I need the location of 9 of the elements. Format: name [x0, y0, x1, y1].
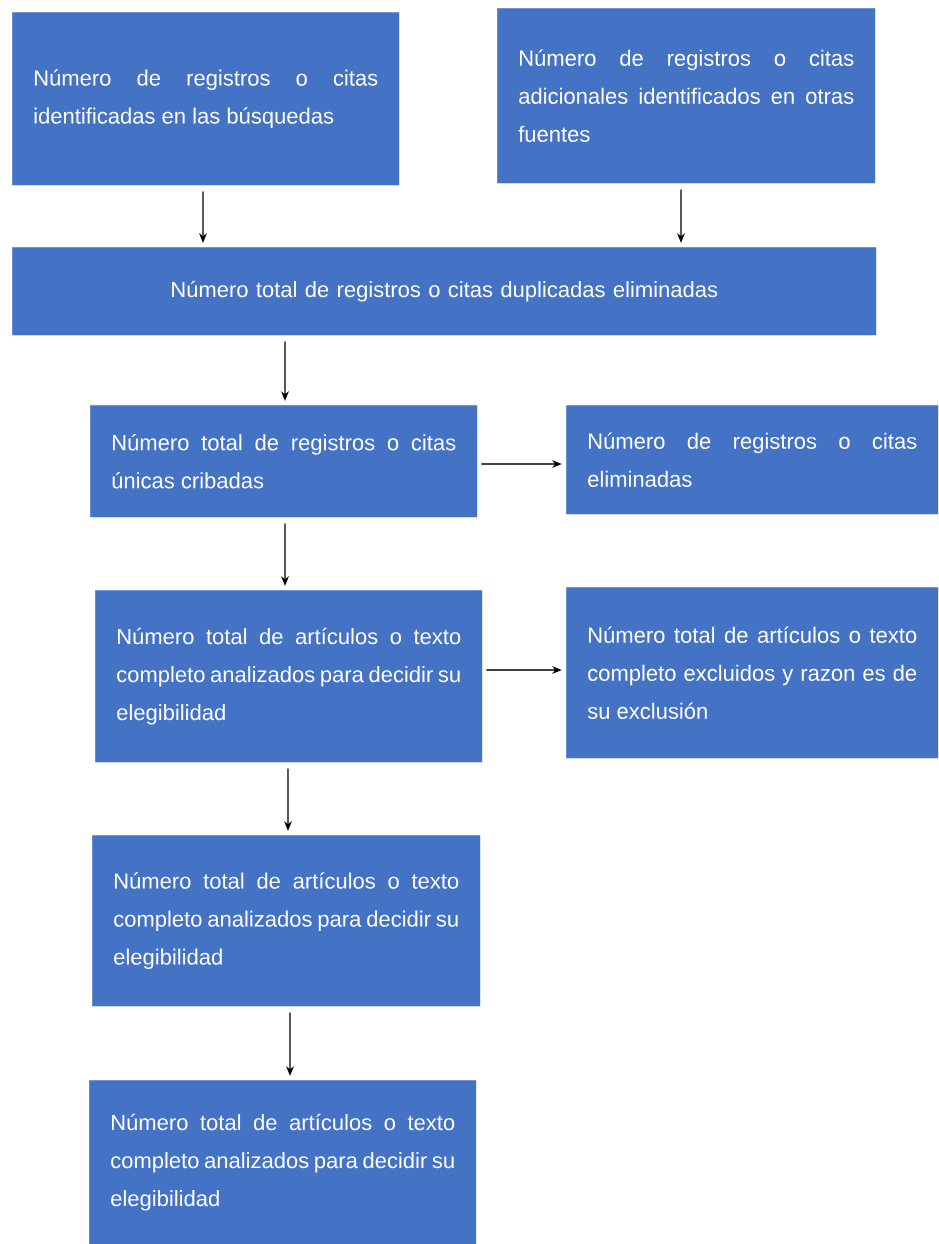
process-box: Número de registros o citas eliminadas — [566, 405, 939, 515]
process-box: Número total de artículos o texto completo analizados para decidir su elegibilidad — [89, 1080, 477, 1244]
process-box: Número total de artículos o texto completo excluidos y razon es de su exclusión — [566, 587, 939, 759]
process-box: Número total de registros o citas únicas cribadas — [90, 405, 478, 518]
process-box: Número de registros o citas identificadas en las búsquedas — [12, 12, 400, 186]
process-box: Número de registros o citas adicionales identificados en otras fuentes — [497, 8, 876, 184]
process-box: Número total de artículos o texto completo analizados para decidir su elegibilidad — [95, 590, 483, 763]
process-box: Número total de artículos o texto completo analizados para decidir su elegibilidad — [92, 835, 481, 1007]
process-box: Número total de registros o citas duplicadas eliminadas — [12, 247, 877, 336]
